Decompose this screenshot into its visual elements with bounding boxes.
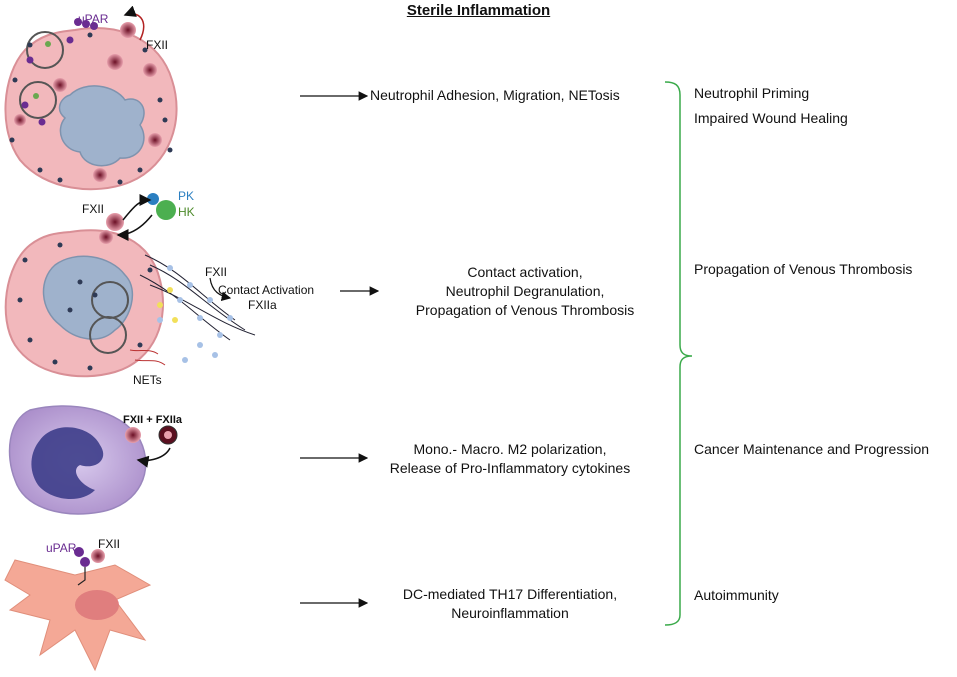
fxii-label-dc: FXII [98,537,121,551]
upar-label-dc: uPAR [46,541,77,555]
fxii-fxiia-label: FXII + FXIIa [123,414,182,426]
page-title: Sterile Inflammation [406,2,551,19]
hk-label: HK [178,205,195,219]
outcome-cancer: Cancer Maintenance and Progression [694,441,930,457]
effect-1-line-1: Neutrophil Adhesion, Migration, NETosis [370,87,620,103]
fxii-contact-label: FXII [205,265,228,279]
monocyte-cell [8,405,178,515]
effect-2: Contact activation, Neutrophil Degranula… [385,263,665,320]
effect-2-line-3: Propagation of Venous Thrombosis [415,302,635,318]
effect-4-line-2: Neuroinflammation [451,605,569,621]
contact-activation-label: Contact Activation [218,283,315,297]
outcome-neutrophil-priming: Neutrophil Priming [694,85,810,101]
effect-3-line-2: Release of Pro-Inflammatory cytokines [389,460,631,476]
effect-2-line-1: Contact activation, [467,264,583,280]
effect-3-line-1: Mono.- Macro. M2 polarization, [413,441,607,457]
effect-1: Neutrophil Adhesion, Migration, NETosis [370,86,670,105]
effect-2-line-2: Neutrophil Degranulation, [445,283,605,299]
fxii-label-top: FXII [146,38,169,52]
outcome-impaired-wound-healing: Impaired Wound Healing [694,110,848,126]
upar-label-top: uPAR [78,12,109,26]
nets-label: NETs [133,373,162,387]
fxiia-label: FXIIa [248,298,277,312]
pk-label: PK [178,189,195,203]
neutrophil-cell-2 [4,193,380,378]
outcome-autoimmunity: Autoimmunity [694,587,779,603]
outcome-venous-thrombosis: Propagation of Venous Thrombosis [694,261,913,277]
fxii-label-mid: FXII [82,202,105,216]
effect-3: Mono.- Macro. M2 polarization, Release o… [370,440,650,478]
dendritic-cell [4,547,152,672]
green-bracket [664,81,693,626]
neutrophil-cell-1 [4,5,178,191]
effect-4-line-1: DC-mediated TH17 Differentiation, [402,586,618,602]
effect-4: DC-mediated TH17 Differentiation, Neuroi… [370,585,650,623]
